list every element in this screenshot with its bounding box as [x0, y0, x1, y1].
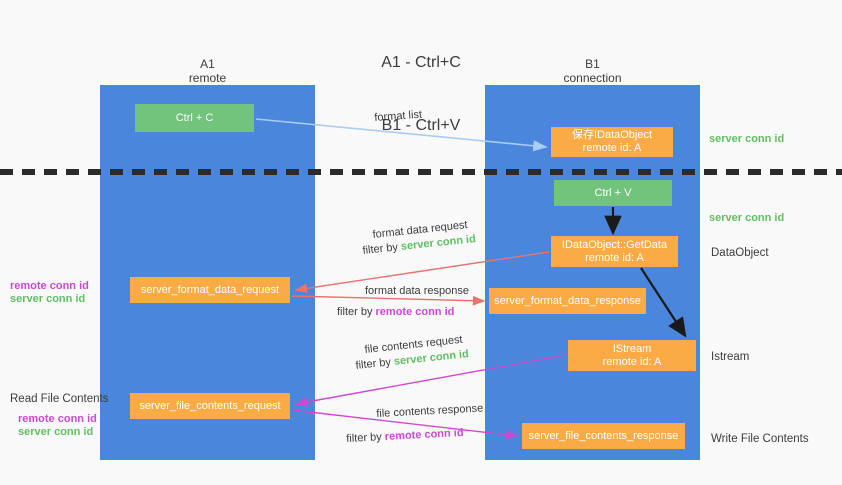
box-idataobject-getdata[interactable]: IDataObject::GetData remote id: A [551, 236, 678, 267]
column-heading-b1-line1: B1 [585, 57, 600, 71]
right-label-server-conn-id-top: server conn id [709, 133, 785, 145]
column-heading-b1-line2: connection [563, 71, 622, 85]
right-label-dataobject: DataObject [711, 247, 769, 259]
column-heading-a1-line2: remote [188, 71, 227, 85]
title-line-1: A1 - Ctrl+C [381, 54, 461, 71]
edge-label-format-data-response-filter: filter by remote conn id [337, 306, 454, 319]
box-server-format-data-request[interactable]: server_format_data_request [130, 277, 290, 303]
filter-key-remote-conn-id: remote conn id [375, 306, 455, 318]
column-heading-a1-line1: A1 [200, 57, 215, 71]
left-label-server-conn-id-top: server conn id [10, 293, 86, 305]
box-istream[interactable]: IStream remote id: A [568, 340, 696, 371]
edge-label-format-data-response: format data response [365, 285, 469, 297]
right-label-write-file-contents: Write File Contents [711, 433, 809, 445]
filter-prefix: filter by [362, 240, 402, 257]
edge-label-file-contents-response-filter: filter by remote conn id [346, 427, 464, 446]
column-heading-b1: B1 connection [485, 57, 700, 85]
edge-label-file-contents-response: file contents response [376, 402, 484, 420]
filter-prefix: filter by [346, 430, 386, 445]
filter-prefix: filter by [337, 306, 376, 318]
box-ctrl-c[interactable]: Ctrl + C [135, 104, 254, 132]
box-server-file-contents-request[interactable]: server_file_contents_request [130, 393, 290, 419]
box-server-format-data-response[interactable]: server_format_data_response [489, 288, 646, 314]
left-label-read-file-contents: Read File Contents [10, 393, 109, 405]
right-label-server-conn-id-mid: server conn id [709, 212, 785, 224]
phase-divider-dashed-line [0, 169, 842, 175]
box-ctrl-v[interactable]: Ctrl + V [554, 180, 672, 206]
filter-prefix: filter by [355, 355, 395, 372]
box-save-idataobject[interactable]: 保存IDataObject remote id: A [551, 127, 673, 157]
left-label-server-conn-id-bottom: server conn id [18, 426, 94, 438]
column-heading-a1: A1 remote [100, 57, 315, 85]
box-server-file-contents-response[interactable]: server_file_contents_response [522, 423, 685, 449]
left-label-remote-conn-id-top: remote conn id [10, 280, 89, 292]
filter-key-remote-conn-id: remote conn id [384, 426, 464, 443]
right-label-istream: Istream [711, 351, 750, 363]
left-label-remote-conn-id-bottom: remote conn id [18, 413, 97, 425]
